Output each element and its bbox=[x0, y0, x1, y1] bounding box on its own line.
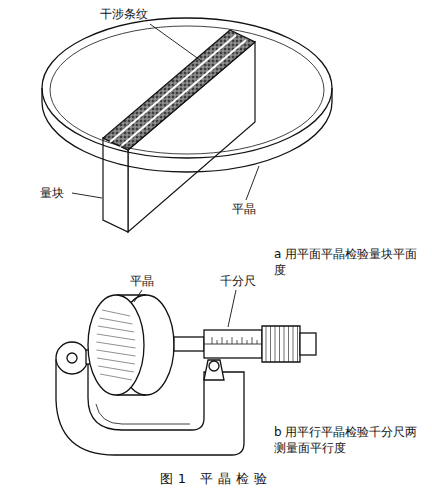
part-label: 平晶 bbox=[130, 273, 154, 289]
optical-flat bbox=[50, 26, 324, 154]
parallel-flat bbox=[102, 310, 130, 316]
micrometer-head bbox=[237, 340, 238, 344]
subfigure-caption: a 用平面平晶检验量块平面度 bbox=[274, 246, 424, 278]
parallel-flat bbox=[96, 310, 135, 380]
gauge-block bbox=[103, 138, 128, 232]
leader-line bbox=[72, 24, 259, 200]
micrometer-head bbox=[284, 326, 285, 362]
micrometer-head bbox=[232, 337, 233, 344]
micrometer-head bbox=[212, 337, 257, 344]
leader-line bbox=[134, 290, 142, 302]
leader-line bbox=[134, 290, 236, 327]
micrometer-head bbox=[252, 337, 253, 344]
gauge-block bbox=[103, 30, 255, 150]
micrometer-head bbox=[242, 337, 243, 344]
parallel-flat bbox=[100, 374, 132, 380]
part-label: 干涉条纹 bbox=[100, 6, 148, 22]
parallel-flat bbox=[98, 366, 134, 372]
micrometer-head bbox=[204, 360, 224, 380]
optical-flat bbox=[42, 18, 332, 172]
gauge-block bbox=[120, 40, 246, 147]
micrometer-head bbox=[209, 361, 219, 371]
part-label: 量块 bbox=[40, 185, 64, 201]
micrometer-head bbox=[300, 333, 316, 355]
micrometer-head bbox=[297, 326, 298, 362]
parallel-flat bbox=[98, 326, 134, 332]
micrometer-frame bbox=[56, 342, 88, 374]
micrometer-head bbox=[262, 326, 300, 362]
part-label: 千分尺 bbox=[220, 273, 256, 289]
micrometer-head bbox=[257, 340, 258, 344]
micrometer-head bbox=[222, 337, 223, 344]
gauge-block bbox=[110, 35, 236, 142]
subfigure-caption: b 用平行平晶检验千分尺两测量面平行度 bbox=[274, 424, 424, 456]
micrometer-head bbox=[288, 326, 289, 362]
optical-flat bbox=[42, 88, 332, 172]
optical-flat bbox=[42, 18, 332, 158]
leader-line bbox=[150, 24, 200, 60]
micrometer-head bbox=[270, 326, 271, 362]
micrometer-head bbox=[204, 330, 262, 358]
parallel-flat bbox=[96, 342, 135, 348]
parallel-flat bbox=[97, 334, 135, 340]
micrometer-head bbox=[293, 326, 294, 362]
figure-caption: 图1 平晶检验 bbox=[0, 470, 432, 488]
parallel-flat bbox=[97, 358, 135, 364]
micrometer-head bbox=[247, 340, 248, 344]
micrometer-head bbox=[204, 344, 262, 345]
parallel-flat bbox=[88, 295, 174, 395]
parallel-flat bbox=[88, 295, 144, 395]
micrometer-head bbox=[217, 340, 218, 344]
micrometer-head bbox=[266, 326, 298, 362]
micrometer-head bbox=[227, 340, 228, 344]
gauge-block bbox=[103, 30, 255, 232]
leader-line bbox=[246, 166, 259, 200]
micrometer-head bbox=[174, 337, 204, 351]
micrometer-head bbox=[275, 326, 276, 362]
leader-line bbox=[72, 193, 102, 198]
micrometer-frame bbox=[96, 404, 190, 424]
micrometer-frame bbox=[67, 353, 77, 363]
micrometer-head bbox=[266, 326, 267, 362]
leader-line bbox=[228, 290, 236, 327]
micrometer-head bbox=[279, 326, 280, 362]
parallel-flat bbox=[100, 318, 133, 324]
part-label: 平晶 bbox=[232, 201, 256, 217]
micrometer-head bbox=[174, 326, 316, 380]
micrometer-head bbox=[212, 337, 213, 344]
parallel-flat bbox=[96, 350, 135, 356]
